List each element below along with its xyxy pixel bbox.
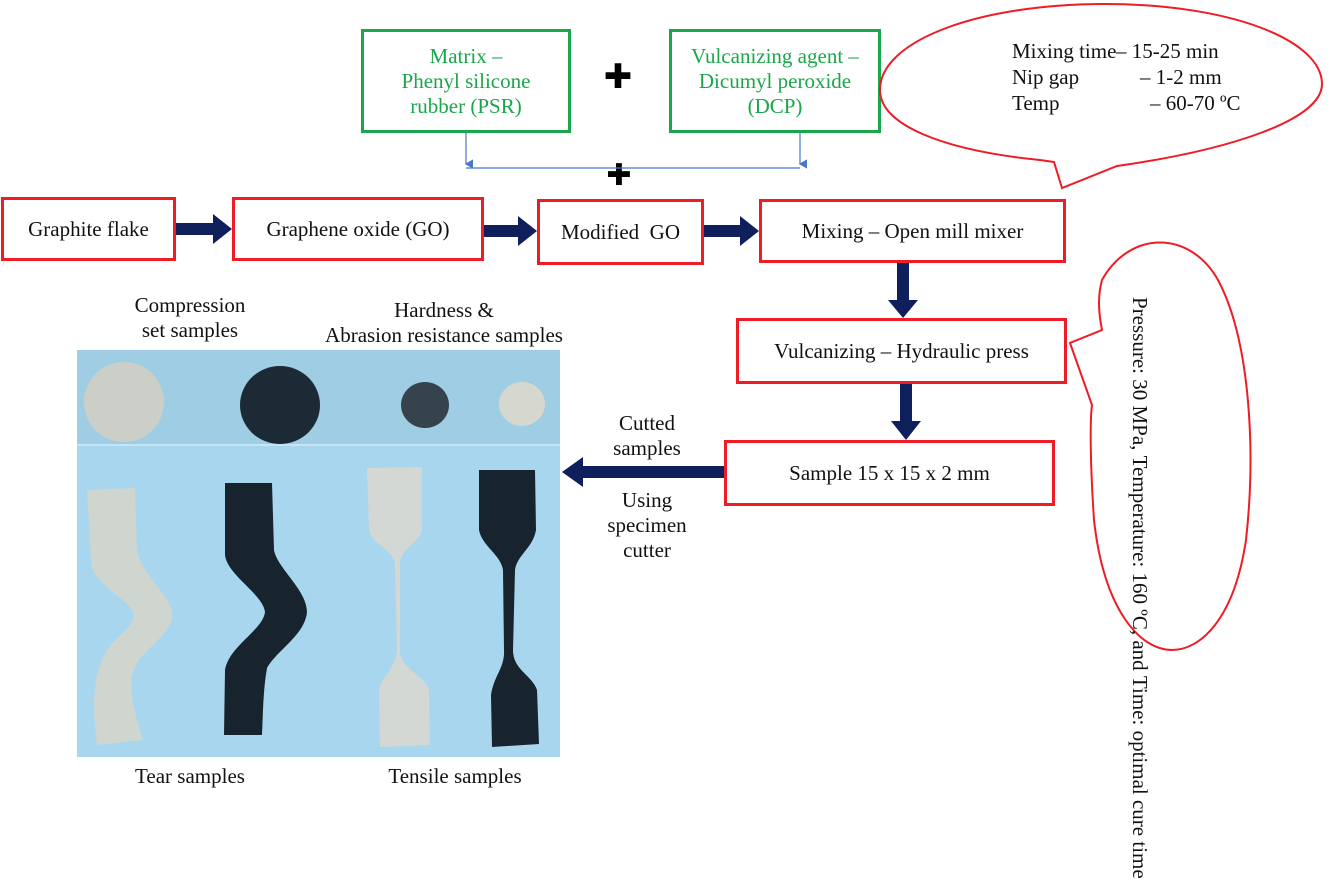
- matrix-line-1: Matrix –: [429, 43, 503, 68]
- arrow-left-icon: [562, 457, 724, 487]
- tear-sample-light: [87, 488, 173, 745]
- arrow-right-icon: [176, 214, 232, 244]
- mixing-time-label: Mixing time: [1012, 39, 1117, 63]
- mixing-time-value: – 15-25 min: [1116, 39, 1219, 63]
- sample-box: Sample 15 x 15 x 2 mm: [724, 440, 1055, 506]
- plus-icon: ✚: [603, 59, 633, 96]
- vulcanizing-box: Vulcanizing – Hydraulic press: [736, 318, 1067, 384]
- agent-line-2: Dicumyl peroxide: [698, 68, 852, 93]
- matrix-line-2: Phenyl silicone: [401, 68, 531, 93]
- agent-line-3: (DCP): [747, 93, 803, 118]
- vulcanizing-conditions-text: Pressure: 30 MPa, Temperature: 160 ºC, a…: [1127, 297, 1153, 879]
- tensile-samples-label: Tensile samples: [388, 764, 522, 788]
- mixing-conditions-text: Mixing time – 15-25 min Nip gap – 1-2 mm…: [1012, 38, 1241, 116]
- nip-gap-label: Nip gap: [1012, 65, 1080, 89]
- nip-gap-row: Nip gap – 1-2 mm: [1012, 64, 1241, 90]
- tear-sample-dark: [224, 483, 307, 735]
- compression-set-label: Compression set samples: [100, 293, 280, 343]
- graphite-flake-box: Graphite flake: [1, 197, 176, 261]
- matrix-line-3: rubber (PSR): [410, 93, 522, 118]
- vulcanizing-conditions-bubble: [1068, 241, 1252, 652]
- tensile-sample-dark: [479, 470, 539, 747]
- cutted-samples-label: Cutted samples: [587, 411, 707, 461]
- graphite-flake-label: Graphite flake: [28, 216, 149, 241]
- specimen-line: specimen: [607, 513, 687, 537]
- arrow-down-icon: [891, 384, 921, 440]
- vulcanizing-label: Vulcanizing – Hydraulic press: [774, 338, 1029, 363]
- samples-photo: [77, 350, 560, 757]
- diagram-connectors: [176, 2, 1324, 652]
- vulcanizing-agent-box: Vulcanizing agent – Dicumyl peroxide (DC…: [669, 29, 881, 133]
- samples-photo-drawing: [77, 350, 560, 757]
- cutted-line-1: Cutted: [619, 411, 675, 435]
- tear-samples-label: Tear samples: [135, 764, 245, 788]
- compression-sample-light: [84, 362, 164, 442]
- temperature-line: Temperature: 160 ºC, and: [1128, 455, 1152, 671]
- mixing-box: Mixing – Open mill mixer: [759, 199, 1066, 263]
- time-line: Time: optimal cure time: [1128, 675, 1152, 879]
- plus-icon: ✚: [606, 159, 632, 192]
- temp-label: Temp: [1012, 91, 1060, 115]
- temp-row: Temp – 60-70 ºC: [1012, 90, 1241, 116]
- mixing-time-row: Mixing time – 15-25 min: [1012, 38, 1241, 64]
- hardness-line-2: Abrasion resistance samples: [325, 323, 563, 347]
- agent-line-1: Vulcanizing agent –: [691, 43, 859, 68]
- mixing-label: Mixing – Open mill mixer: [801, 218, 1024, 243]
- modified-go-label: Modified GO: [561, 219, 680, 244]
- pressure-line: Pressure: 30 MPa,: [1128, 297, 1152, 451]
- cutted-line-2: samples: [613, 436, 681, 460]
- arrow-down-icon: [888, 263, 918, 318]
- compression-line-1: Compression: [134, 293, 246, 317]
- compression-line-2: set samples: [141, 318, 239, 342]
- cutter-line: cutter: [623, 538, 671, 562]
- graphene-oxide-box: Graphene oxide (GO): [232, 197, 484, 261]
- nip-gap-value: – 1-2 mm: [1140, 65, 1222, 89]
- mixing-conditions-bubble: [878, 2, 1324, 190]
- temp-value: – 60-70 ºC: [1150, 91, 1241, 115]
- arrow-right-icon: [484, 216, 537, 246]
- hardness-sample-dark: [401, 382, 449, 428]
- graphene-oxide-label: Graphene oxide (GO): [266, 216, 450, 241]
- specimen-cutter-label: Using specimen cutter: [587, 488, 707, 563]
- matrix-box: Matrix – Phenyl silicone rubber (PSR): [361, 29, 571, 133]
- arrow-right-icon: [704, 216, 759, 246]
- tensile-sample-light: [367, 467, 430, 747]
- hardness-line-1: Hardness &: [394, 298, 494, 322]
- hardness-abrasion-label: Hardness & Abrasion resistance samples: [284, 298, 604, 348]
- modified-go-box: Modified GO: [537, 199, 704, 265]
- compression-sample-dark: [240, 366, 320, 444]
- using-line: Using: [621, 488, 673, 512]
- sample-label: Sample 15 x 15 x 2 mm: [789, 460, 990, 485]
- abrasion-sample-light: [499, 382, 545, 426]
